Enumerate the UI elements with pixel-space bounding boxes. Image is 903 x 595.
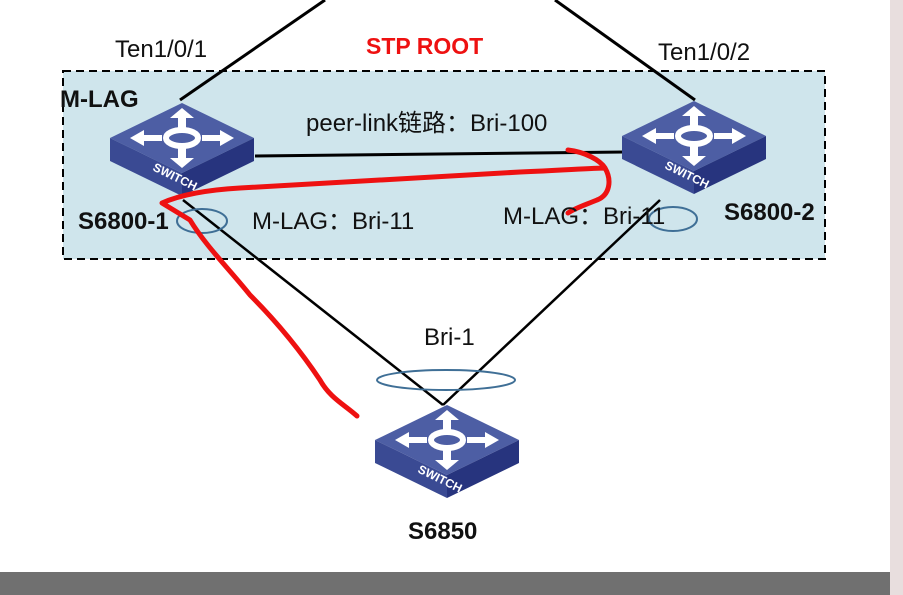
window-edge (890, 0, 903, 595)
device-label-s6800-1: S6800-1 (78, 208, 169, 235)
traffic-path-annotation (159, 147, 612, 419)
agg-ellipse-right (648, 206, 698, 232)
bri-1-label: Bri-1 (424, 324, 475, 351)
bottom-status-bar (0, 572, 890, 595)
diagram-canvas: SWITCH SWITCH SWITCH STP ROOT Ten1/0/1 T… (60, 0, 826, 545)
device-label-s6850: S6850 (408, 518, 477, 545)
uplink-left (179, 0, 326, 102)
stp-root-label: STP ROOT (366, 33, 483, 59)
port-label-right: Ten1/0/2 (658, 39, 750, 66)
uplink-right (554, 0, 696, 102)
switch-icon-s6850[interactable]: SWITCH (375, 405, 519, 498)
mlag-label-right: M-LAG：Bri-11 (503, 203, 665, 230)
agg-ellipse-left (176, 208, 228, 234)
agg-ellipse-bri-1 (376, 369, 516, 391)
mlag-label-left: M-LAG：Bri-11 (252, 208, 414, 235)
port-label-left: Ten1/0/1 (115, 36, 207, 63)
downlink-left (182, 199, 444, 406)
mlag-group-label: M-LAG (60, 86, 139, 113)
network-topology: SWITCH SWITCH SWITCH STP ROOT Ten1/0/1 T… (60, 0, 826, 545)
device-label-s6800-2: S6800-2 (724, 199, 815, 226)
peer-link-label: peer-link链路：Bri-100 (306, 110, 547, 137)
peer-link (254, 150, 626, 158)
